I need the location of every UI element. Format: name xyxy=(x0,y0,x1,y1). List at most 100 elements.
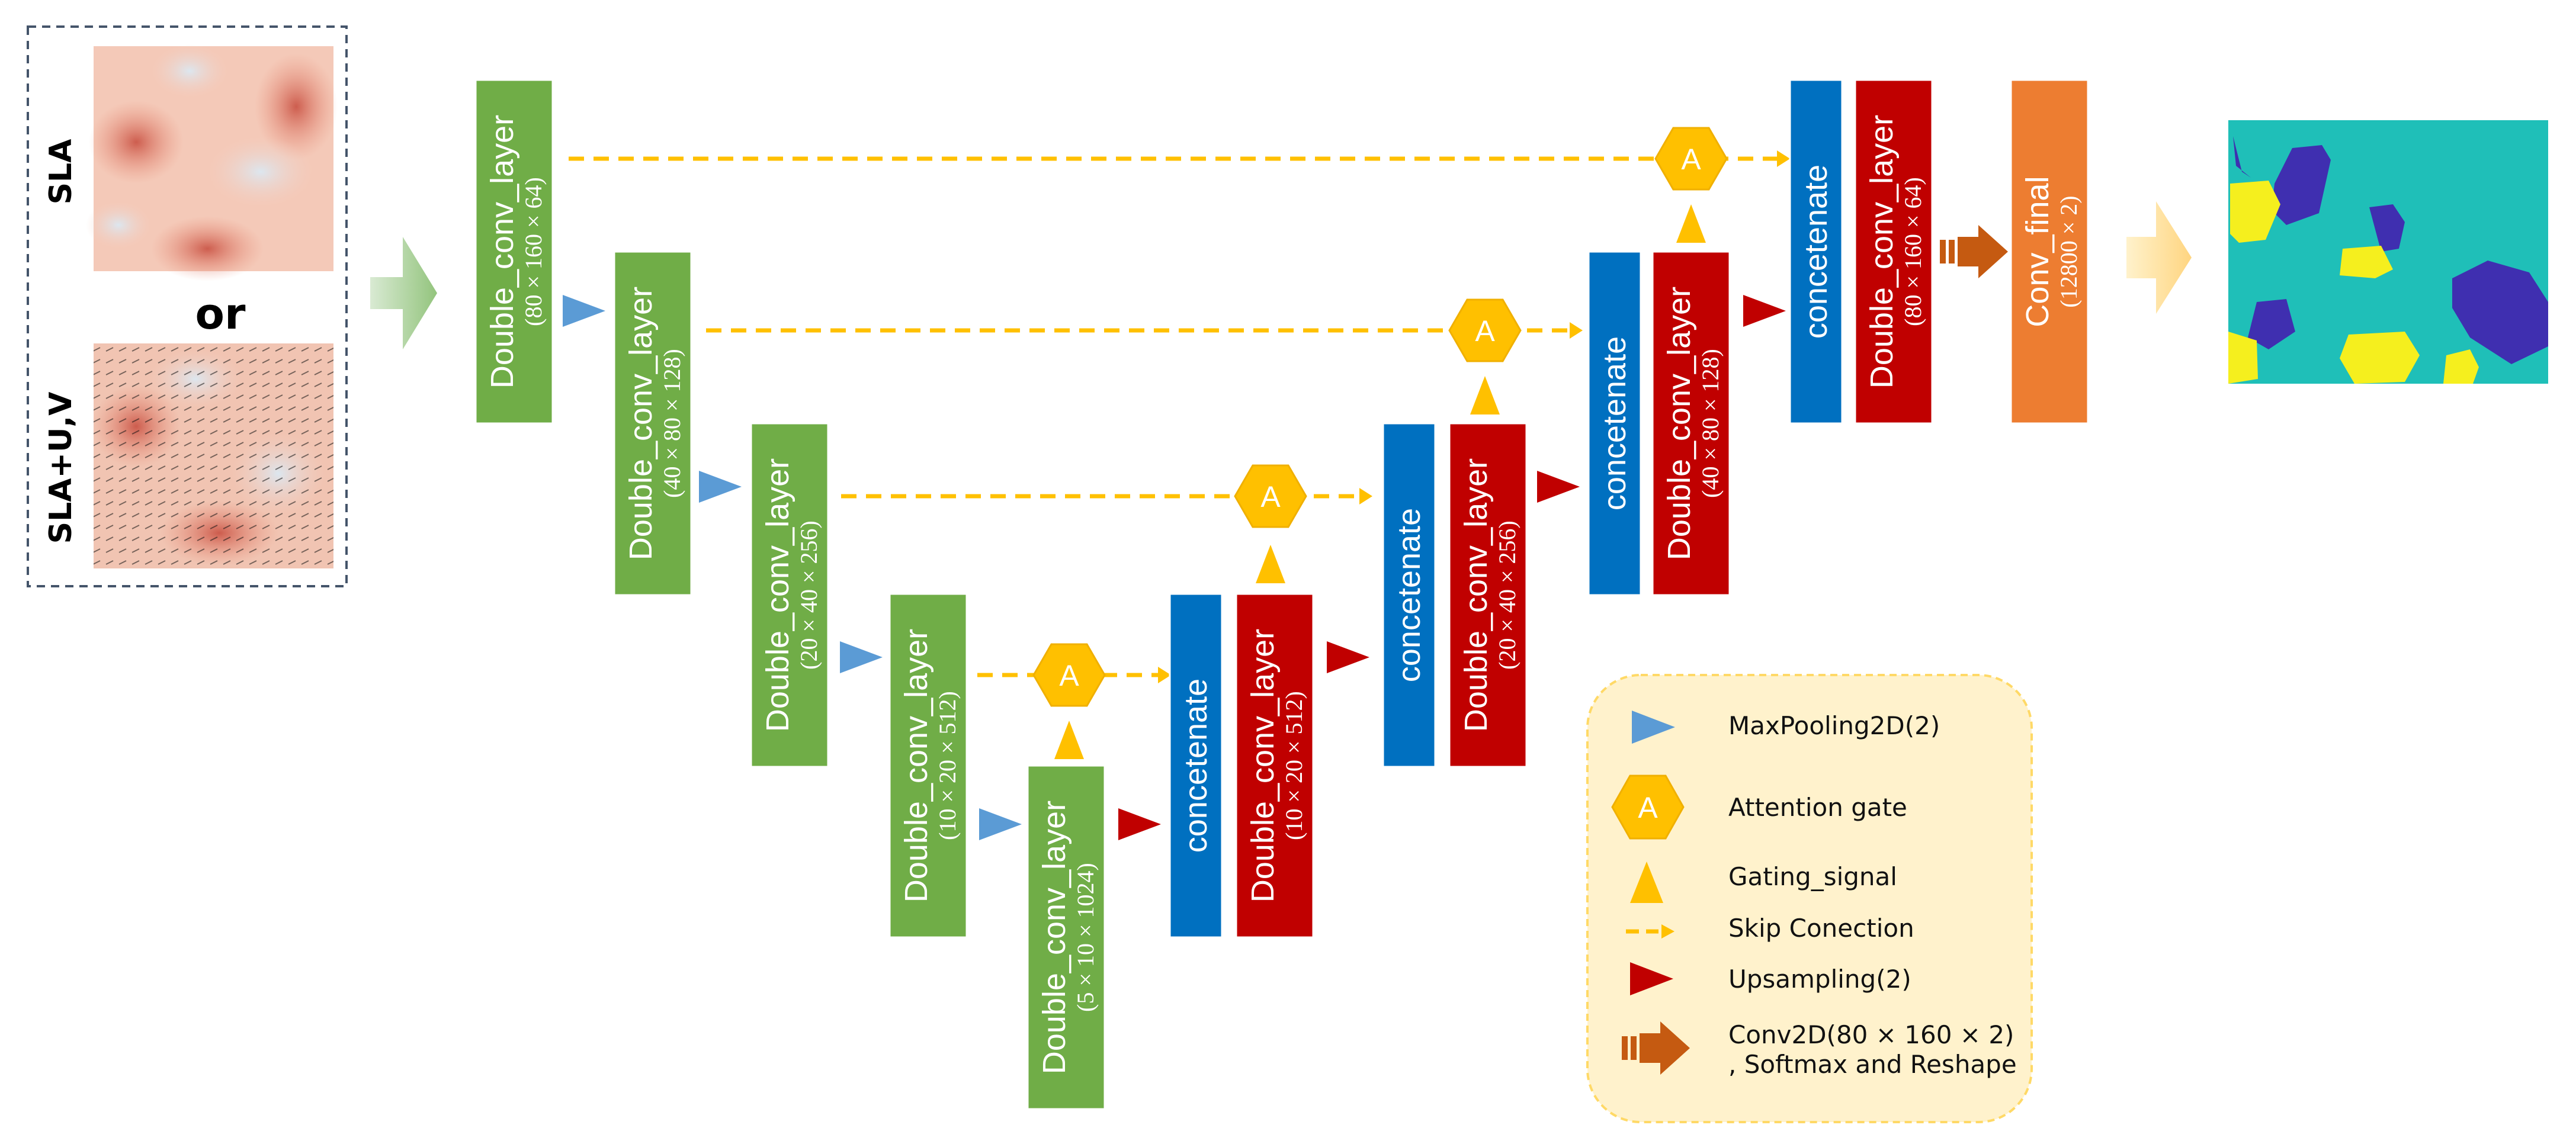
decoder-block-dec3: Double_conv_layer(20 × 40 × 256) xyxy=(1448,422,1528,768)
attention-gate-level1: A xyxy=(1654,127,1728,191)
encoder-block-enc2: Double_conv_layer(40 × 80 × 128) xyxy=(613,250,692,596)
sla-uv-map-image xyxy=(92,343,333,568)
attention-gate-letter: A xyxy=(1681,143,1701,176)
decoder-block-rect xyxy=(1448,422,1528,768)
decoder-block-shape: (80 × 160 × 64) xyxy=(1900,177,1926,326)
attention-gate-letter: A xyxy=(1260,480,1281,513)
concat-block-label: concetenate xyxy=(1597,336,1632,510)
encoder-block-label: Double_conv_layer xyxy=(1037,801,1072,1074)
encoder-block-rect xyxy=(613,250,692,596)
input-arrow-icon xyxy=(370,237,437,349)
final-block-label: Conv_final xyxy=(2020,176,2055,327)
decoder-block-label: Double_conv_layer xyxy=(1245,629,1281,902)
gating-signals xyxy=(1054,204,1706,759)
output-arrow-icon xyxy=(2126,201,2192,314)
decoder-block-rect xyxy=(1235,593,1314,939)
upsampling-arrow-icon xyxy=(1327,641,1369,673)
decoder-block-dec1: Double_conv_layer(80 × 160 × 64) xyxy=(1854,79,1933,425)
decoder-block-dec2: Double_conv_layer(40 × 80 × 128) xyxy=(1651,250,1731,596)
segmentation-output-image xyxy=(2228,120,2548,384)
input-panel-border xyxy=(27,25,348,587)
encoder-block-enc4: Double_conv_layer(10 × 20 × 512) xyxy=(888,593,968,939)
concat-block-cat4: concetenate xyxy=(1169,593,1223,939)
attention-gate-level3: A xyxy=(1234,464,1307,528)
encoder-block-label: Double_conv_layer xyxy=(760,458,795,732)
legend-maxpool-label: MaxPooling2D(2) xyxy=(1728,711,1940,740)
decoder-block-rect xyxy=(1854,79,1933,425)
legend: MaxPooling2D(2) A Attention gate Gating_… xyxy=(1586,674,2033,1123)
upsampling-arrow-icon xyxy=(1743,295,1786,327)
attention-gate-level4: A xyxy=(1032,643,1106,707)
concat-block-cat2: concetenate xyxy=(1587,250,1642,596)
encoder-block-rect xyxy=(750,422,829,768)
network-blocks: Double_conv_layer(80 × 160 × 64)Double_c… xyxy=(474,79,2089,1110)
upsampling-arrows xyxy=(1118,295,1786,840)
encoder-block-rect xyxy=(1026,764,1106,1110)
maxpool-arrow-icon xyxy=(979,808,1022,840)
decoder-block-rect xyxy=(1651,250,1731,596)
legend-skip-arrowhead xyxy=(1661,924,1674,939)
final-block-rect xyxy=(2010,79,2089,425)
encoder-block-rect xyxy=(474,79,554,425)
encoder-block-enc3: Double_conv_layer(20 × 40 × 256) xyxy=(750,422,829,768)
final-block-shape: (12800 × 2) xyxy=(2055,195,2082,307)
encoder-block-enc1: Double_conv_layer(80 × 160 × 64) xyxy=(474,79,554,425)
legend-conv2d-label-line1: Conv2D(80 × 160 × 2) xyxy=(1728,1020,2014,1049)
legend-gating-icon xyxy=(1630,862,1663,903)
concat-block-rect xyxy=(1382,422,1436,768)
concat-block-cat3: concetenate xyxy=(1382,422,1436,768)
attention-gate-letter: A xyxy=(1475,314,1495,348)
final-block-final: Conv_final(12800 × 2) xyxy=(2010,79,2089,425)
gating-signal-icon xyxy=(1256,545,1285,583)
gating-signal-icon xyxy=(1470,376,1500,414)
gating-signal-icon xyxy=(1676,204,1706,243)
concat-block-cat1: concetenate xyxy=(1789,79,1843,425)
legend-skip-label: Skip Conection xyxy=(1728,914,1914,943)
decoder-block-dec4: Double_conv_layer(10 × 20 × 512) xyxy=(1235,593,1314,939)
legend-upsampling-label: Upsampling(2) xyxy=(1728,965,1911,994)
concat-block-rect xyxy=(1587,250,1642,596)
attention-gates: A A A A xyxy=(1032,127,1728,707)
skip-arrowheads xyxy=(1158,150,1790,683)
concat-block-rect xyxy=(1789,79,1843,425)
upsampling-arrow-icon xyxy=(1118,808,1161,840)
encoder-block-shape: (5 × 10 × 1024) xyxy=(1072,863,1099,1012)
maxpool-arrow-icon xyxy=(699,471,742,503)
gating-signal-icon xyxy=(1054,721,1084,759)
legend-conv2d-label-line2: , Softmax and Reshape xyxy=(1728,1050,2017,1079)
attention-gate-letter: A xyxy=(1059,659,1079,692)
concat-block-label: concetenate xyxy=(1391,508,1427,682)
input-panel: SLA or SLA+U,V xyxy=(27,25,348,587)
decoder-block-label: Double_conv_layer xyxy=(1458,458,1494,732)
encoder-block-shape: (20 × 40 × 256) xyxy=(795,520,822,670)
input-label-sla-uv: SLA+U,V xyxy=(43,392,79,544)
maxpool-arrow-icon xyxy=(563,295,605,327)
legend-conv2d-icon xyxy=(1622,1021,1690,1075)
legend-upsampling-icon xyxy=(1630,962,1673,995)
decoder-block-label: Double_conv_layer xyxy=(1864,115,1900,388)
legend-attention-label: Attention gate xyxy=(1728,793,1907,822)
concat-block-label: concetenate xyxy=(1178,679,1214,853)
legend-maxpool-icon xyxy=(1632,711,1675,744)
maxpool-arrow-icon xyxy=(840,641,883,673)
encoder-block-label: Double_conv_layer xyxy=(899,629,934,902)
maxpool-arrows xyxy=(563,295,1022,840)
legend-box xyxy=(1586,674,2033,1123)
encoder-block-label: Double_conv_layer xyxy=(485,115,520,388)
conv-final-arrow-icon xyxy=(1940,225,2008,278)
encoder-block-shape: (40 × 80 × 128) xyxy=(659,349,685,498)
input-label-sla: SLA xyxy=(43,139,79,205)
decoder-block-shape: (20 × 40 × 256) xyxy=(1494,520,1520,670)
upsampling-arrow-icon xyxy=(1537,471,1580,503)
sla-map-image xyxy=(86,44,338,281)
concat-block-label: concetenate xyxy=(1798,165,1834,339)
concat-block-rect xyxy=(1169,593,1223,939)
decoder-block-label: Double_conv_layer xyxy=(1661,287,1697,560)
legend-attention-icon xyxy=(1611,775,1685,840)
attention-gate-level2: A xyxy=(1448,298,1522,362)
legend-gating-label: Gating_signal xyxy=(1728,862,1897,891)
encoder-block-bott: Double_conv_layer(5 × 10 × 1024) xyxy=(1026,764,1106,1110)
encoder-block-label: Double_conv_layer xyxy=(623,287,659,560)
decoder-block-shape: (10 × 20 × 512) xyxy=(1281,691,1307,840)
